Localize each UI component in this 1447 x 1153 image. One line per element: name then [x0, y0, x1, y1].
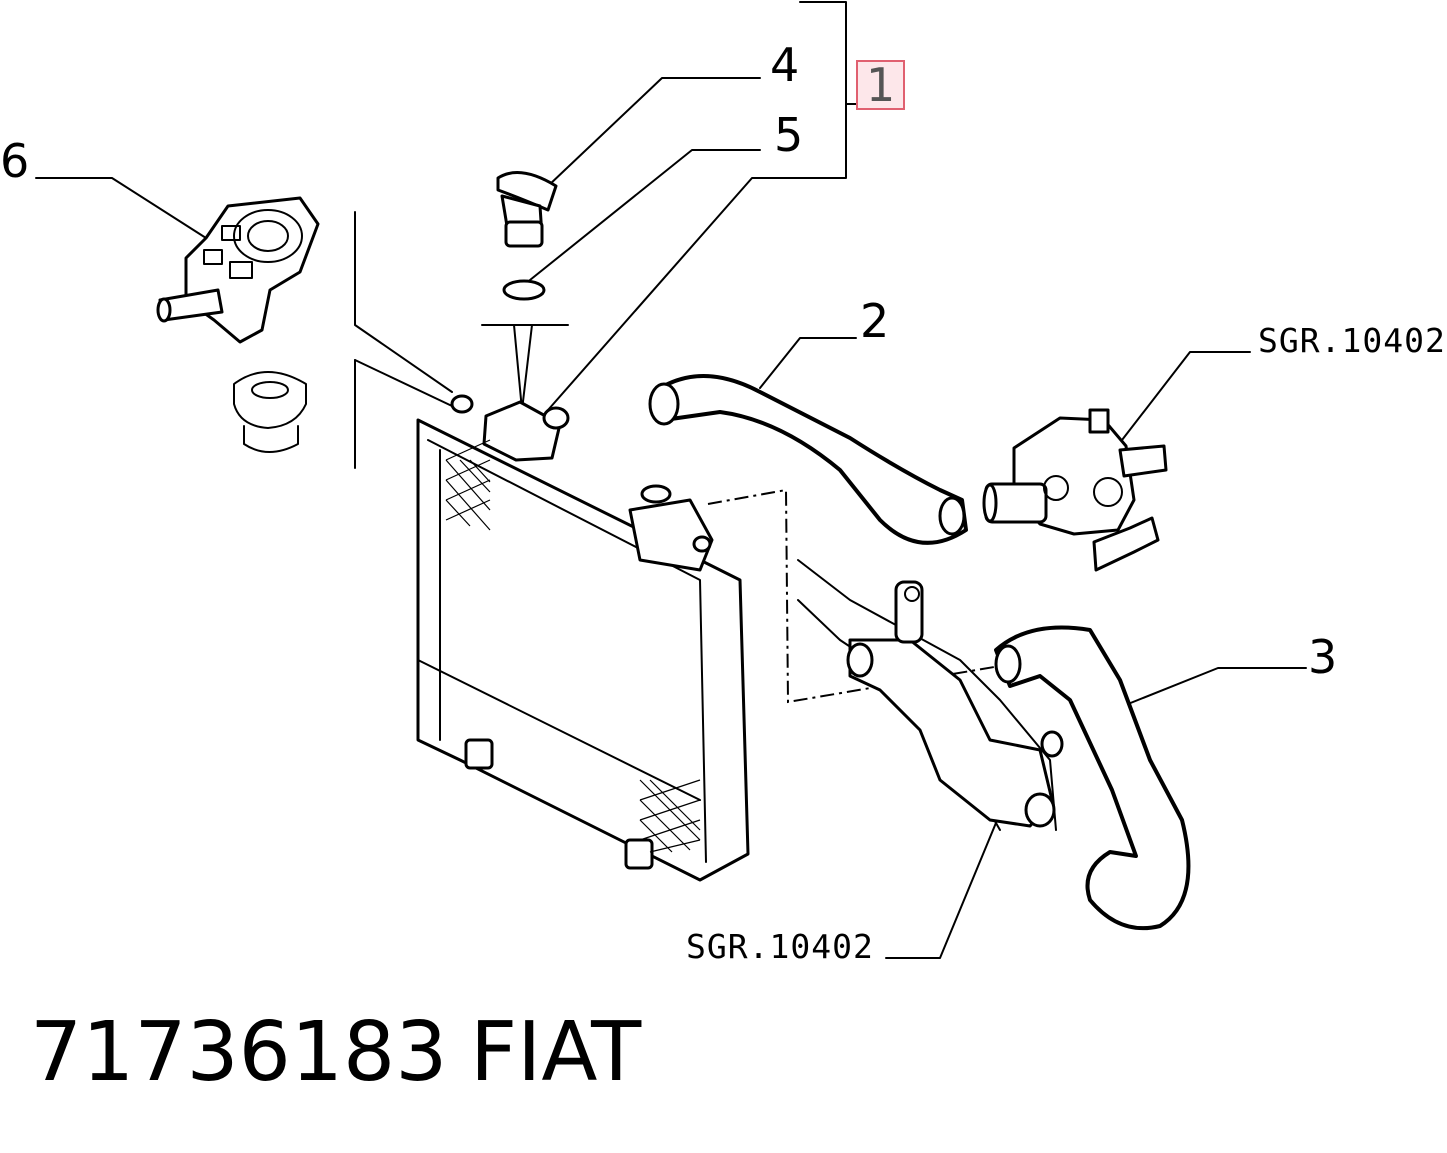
o-ring-part-5 — [502, 279, 546, 301]
radiator-cap-part-4 — [496, 171, 558, 248]
rubber-grommet — [233, 371, 307, 453]
part-number: 71736183 — [30, 1005, 448, 1100]
callout-6: 6 — [0, 134, 30, 188]
callout-4: 4 — [770, 38, 800, 92]
callout-2: 2 — [860, 294, 890, 348]
lower-hose-part-3 — [994, 625, 1191, 931]
reference-lower: SGR.10402 — [686, 927, 874, 966]
callout-1: 1 — [856, 60, 906, 110]
thermostat-housing — [982, 408, 1168, 572]
upper-hose-part-2 — [648, 374, 968, 545]
callout-5: 5 — [774, 108, 804, 162]
brand-name: FIAT — [470, 1005, 642, 1100]
mount-bracket-part-6 — [156, 196, 320, 344]
radiator — [416, 394, 750, 882]
water-pipe — [797, 559, 1064, 831]
callout-1-bracket — [547, 1, 881, 411]
reference-upper: SGR.10402 — [1258, 321, 1446, 360]
callout-3: 3 — [1308, 630, 1338, 684]
